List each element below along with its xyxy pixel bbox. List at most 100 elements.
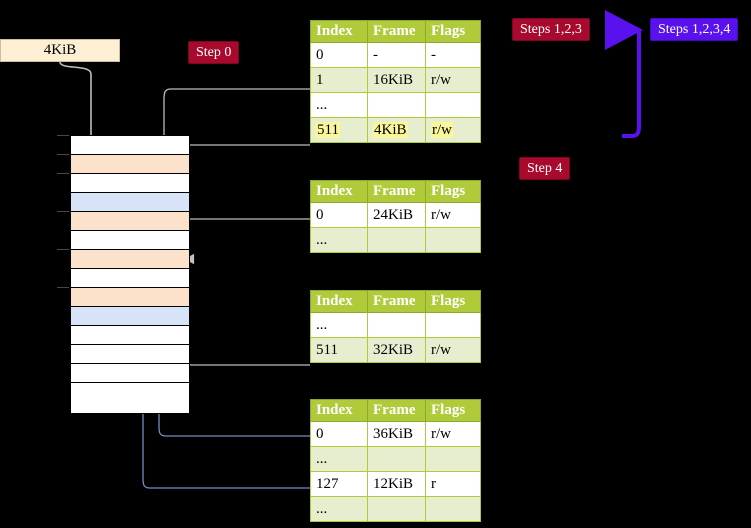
table-row: ... <box>310 92 481 118</box>
frame-size-label: 4KiB <box>43 42 77 58</box>
table-cell <box>367 446 426 472</box>
table-cell: 4KiB <box>367 117 426 143</box>
table-cell: 511 <box>310 337 368 363</box>
table-cell <box>367 496 426 522</box>
column-header-frame: Frame <box>367 399 426 422</box>
arrow-steps-1234 <box>605 10 643 138</box>
connector-table1-row511 <box>175 144 310 162</box>
table-cell <box>425 446 481 472</box>
table-cell <box>367 92 426 118</box>
memory-tick <box>57 287 69 288</box>
table-cell: 0 <box>310 42 368 68</box>
column-header-index: Index <box>310 399 368 422</box>
table-cell <box>367 312 426 338</box>
table-cell <box>425 496 481 522</box>
table-cell <box>425 227 481 253</box>
memory-frame-row <box>71 326 189 345</box>
table-cell: 36KiB <box>367 421 426 447</box>
badge-step-0: Step 0 <box>188 41 240 64</box>
column-header-flags: Flags <box>425 20 481 43</box>
badge-steps-123: Steps 1,2,3 <box>512 18 590 41</box>
connector-table2-row0 <box>184 218 310 265</box>
table-cell: - <box>425 42 481 68</box>
table-cell: 0 <box>310 202 368 228</box>
table-cell: 12KiB <box>367 471 426 497</box>
column-header-frame: Frame <box>367 180 426 203</box>
table-cell: ... <box>310 312 368 338</box>
table-cell <box>425 312 481 338</box>
table-cell: 16KiB <box>367 67 426 93</box>
memory-frame-row <box>71 250 189 269</box>
memory-tick <box>57 173 69 174</box>
column-header-frame: Frame <box>367 20 426 43</box>
memory-frame-row <box>71 155 189 174</box>
column-header-index: Index <box>310 20 368 43</box>
table-row: ... <box>310 446 481 472</box>
memory-frame-row <box>71 193 189 212</box>
table-row: ... <box>310 312 481 338</box>
table-cell: 24KiB <box>367 202 426 228</box>
connector-table3-row511 <box>175 324 310 366</box>
column-header-frame: Frame <box>367 290 426 313</box>
memory-frame-row <box>71 307 189 326</box>
table-cell: ... <box>310 496 368 522</box>
memory-tick <box>57 211 69 212</box>
table-cell: ... <box>310 227 368 253</box>
frame-size-box: 4KiB <box>0 39 120 62</box>
table-cell: ... <box>310 446 368 472</box>
column-header-flags: Flags <box>425 290 481 313</box>
table-cell: r/w <box>425 421 481 447</box>
table-row: 511 4KiB r/w <box>310 117 481 143</box>
table-cell: 0 <box>310 421 368 447</box>
table-cell: r/w <box>425 202 481 228</box>
column-header-flags: Flags <box>425 180 481 203</box>
memory-frame-row <box>71 174 189 193</box>
table-cell <box>425 92 481 118</box>
memory-frame-row <box>71 136 189 155</box>
table-cell: 127 <box>310 471 368 497</box>
memory-tick <box>57 154 69 155</box>
table-row: ... <box>310 227 481 253</box>
column-header-index: Index <box>310 290 368 313</box>
table-cell: - <box>367 42 426 68</box>
memory-frame-row <box>71 231 189 250</box>
physical-memory-block <box>70 135 190 414</box>
highlighted-value: 511 <box>316 121 340 138</box>
memory-frame-row <box>71 288 189 307</box>
memory-frame-row <box>71 364 189 383</box>
table-cell: r <box>425 471 481 497</box>
table-row: ... <box>310 496 481 522</box>
table-cell: r/w <box>425 117 481 143</box>
memory-frame-row <box>71 383 189 402</box>
badge-steps-1234: Steps 1,2,3,4 <box>650 18 739 41</box>
table-cell: 1 <box>310 67 368 93</box>
table-cell: ... <box>310 92 368 118</box>
highlighted-value: 4KiB <box>373 121 408 138</box>
column-header-index: Index <box>310 180 368 203</box>
memory-tick <box>57 135 69 136</box>
table-cell <box>367 227 426 253</box>
memory-frame-row <box>71 212 189 231</box>
column-header-flags: Flags <box>425 399 481 422</box>
memory-frame-row <box>71 345 189 364</box>
badge-step-4: Step 4 <box>519 157 571 180</box>
memory-frame-row <box>71 269 189 288</box>
table-cell: 32KiB <box>367 337 426 363</box>
memory-tick <box>57 249 69 250</box>
table-cell: r/w <box>425 337 481 363</box>
table-cell: r/w <box>425 67 481 93</box>
connector-table1-row1 <box>163 88 310 140</box>
